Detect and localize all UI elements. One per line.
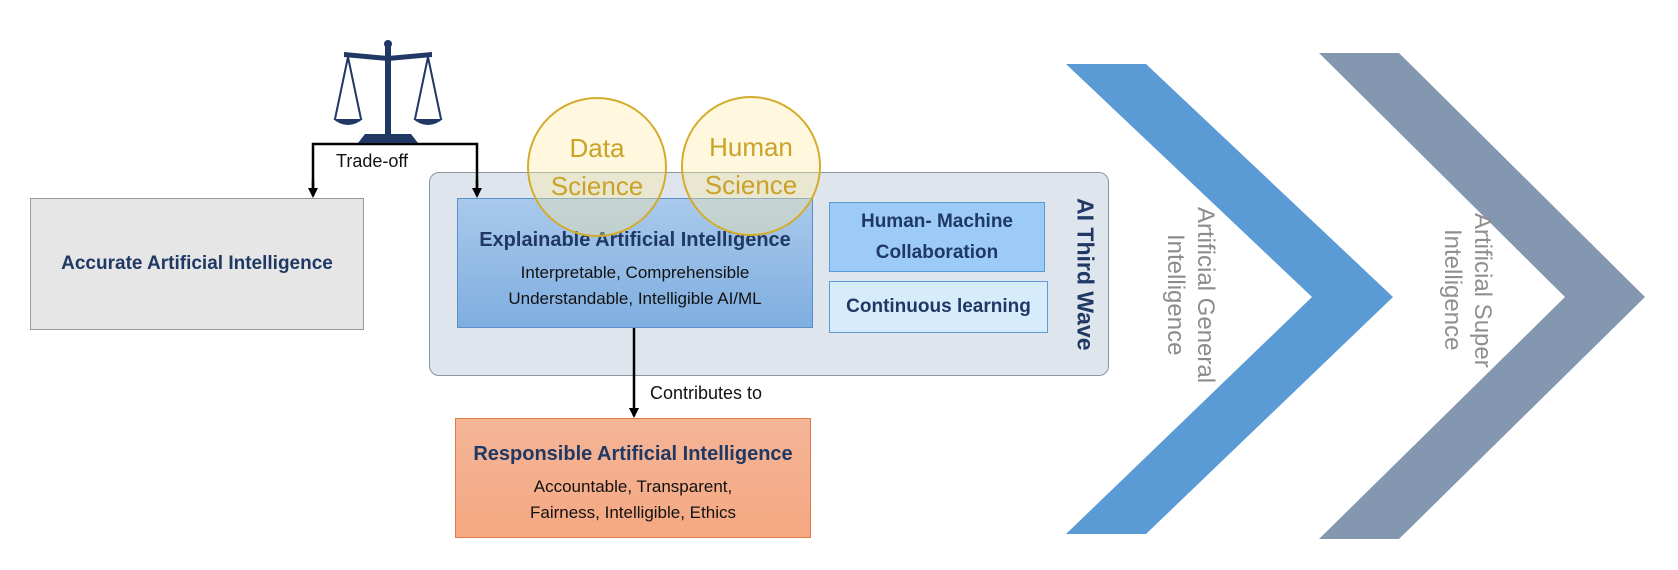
accurate-ai-box: Accurate Artificial Intelligence (30, 198, 364, 330)
ai-third-wave-label: AI Third Wave (1072, 197, 1099, 351)
asi-chevron (1319, 53, 1645, 539)
tradeoff-connector (311, 142, 479, 194)
responsible-ai-title: Responsible Artificial Intelligence (473, 443, 793, 465)
hmc-line-2: Collaboration (875, 242, 999, 263)
contributes-to-label: Contributes to (650, 383, 763, 403)
tradeoff-label: Trade-off (336, 151, 409, 171)
xai-line-2: Understandable, Intelligible AI/ML (508, 289, 762, 308)
agi-chevron (1066, 64, 1393, 534)
responsible-ai-line-2: Fairness, Intelligible, Ethics (530, 503, 736, 522)
responsible-ai-box: Responsible Artificial Intelligence Acco… (455, 418, 811, 538)
xai-line-1: Interpretable, Comprehensible (520, 263, 750, 282)
accurate-ai-title: Accurate Artificial Intelligence (61, 253, 333, 274)
hmc-line-1: Human- Machine (860, 211, 1014, 232)
continuous-learning-box: Continuous learning (829, 281, 1048, 333)
xai-title: Explainable Artificial Intelligence (479, 229, 791, 251)
balance-scale-icon (333, 40, 443, 143)
continuous-learning-title: Continuous learning (846, 296, 1031, 317)
responsible-ai-line-1: Accountable, Transparent, (533, 477, 733, 496)
